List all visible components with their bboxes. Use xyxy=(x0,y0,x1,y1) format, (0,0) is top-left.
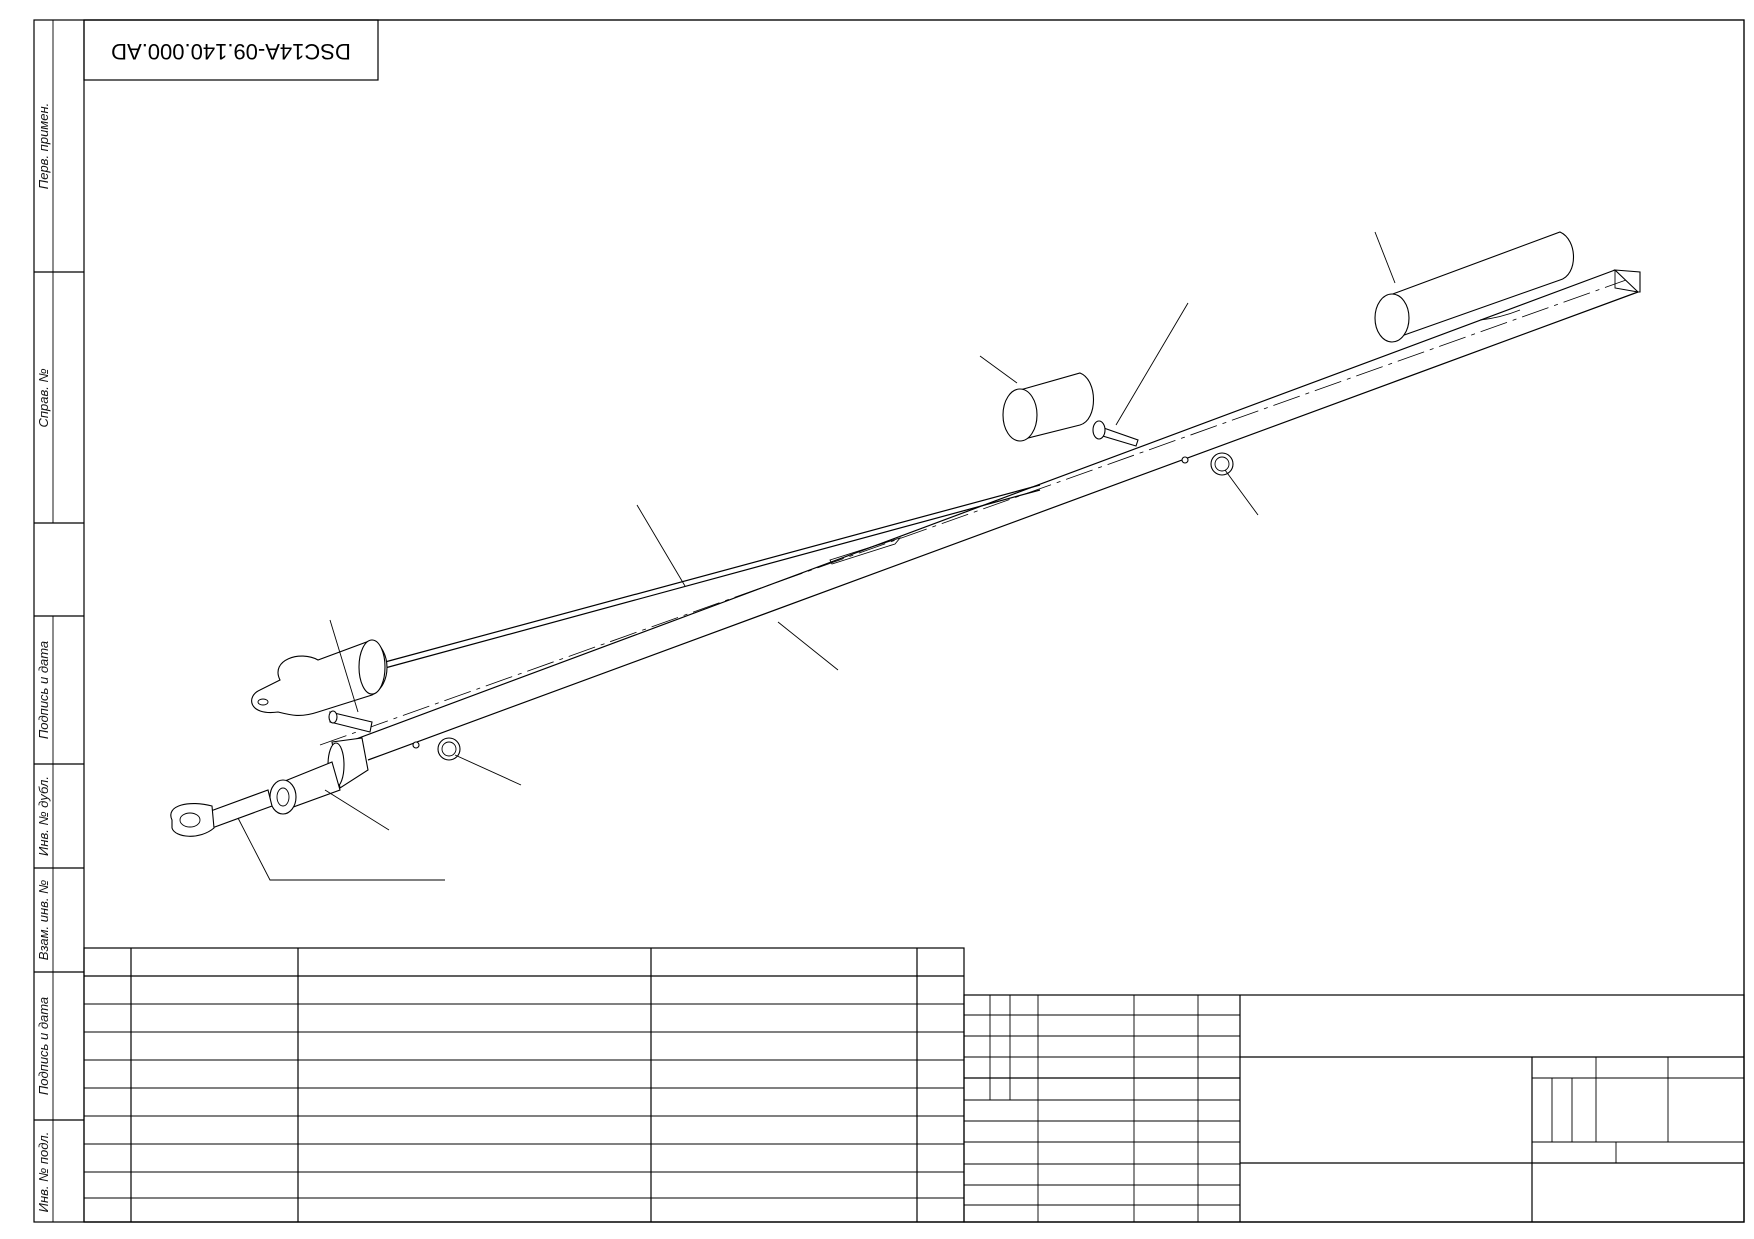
drawing-frame xyxy=(83,19,1745,1223)
leader-fitting xyxy=(324,789,390,831)
leader-pin-right xyxy=(1115,302,1189,426)
collar-face xyxy=(269,779,297,815)
main-tube-bottom-edge xyxy=(367,291,1639,761)
leader-brace-rod xyxy=(636,504,686,587)
small-grip-end xyxy=(1002,388,1038,442)
leader-rod-end xyxy=(237,817,445,881)
brace-rod-top xyxy=(384,484,1041,663)
leader-large-grip xyxy=(1374,231,1396,284)
leader-small-grip xyxy=(979,355,1018,384)
brace-cylinder-end xyxy=(358,639,386,695)
document-code: DSC14A-09.140.000.AD xyxy=(111,39,351,64)
leader-circlip-right xyxy=(1224,469,1259,516)
leader-pin-left xyxy=(329,619,359,713)
title-block xyxy=(963,994,1745,1223)
side-label-original-inv-no: Инв. № подл. xyxy=(36,1132,51,1213)
side-label-replace-inv-no: Взам. инв. № xyxy=(36,880,51,960)
circlip-right xyxy=(1210,452,1234,476)
leader-circlip-left xyxy=(454,754,522,786)
document-code-stamp: DSC14A-09.140.000.AD xyxy=(83,19,379,81)
tube-end-cap xyxy=(1613,269,1641,293)
small-grip xyxy=(1019,372,1094,441)
large-grip xyxy=(1389,231,1574,341)
side-column: Перв. примен. Справ. № Подпись и дата Ин… xyxy=(34,20,84,1222)
circlip-left xyxy=(437,737,461,761)
brace-slot xyxy=(829,537,902,565)
brace-rod-bottom xyxy=(384,489,1041,669)
side-label-signature-date-2: Подпись и дата xyxy=(36,997,51,1095)
leader-main-tube xyxy=(777,621,839,671)
side-label-duplicate-inv-no: Инв. № дубл. xyxy=(36,776,51,856)
spec-table xyxy=(83,947,965,1223)
side-label-signature-date-1: Подпись и дата xyxy=(36,641,51,739)
main-tube-axis xyxy=(319,274,1641,746)
assembly-drawing xyxy=(170,231,1641,881)
rod-end-eye xyxy=(170,803,215,837)
outer-frame xyxy=(33,19,1745,1223)
side-label-first-use: Перв. примен. xyxy=(36,103,51,189)
side-label-reference-no: Справ. № xyxy=(36,368,51,427)
clevis-hole xyxy=(257,698,269,706)
large-grip-end xyxy=(1374,293,1410,343)
